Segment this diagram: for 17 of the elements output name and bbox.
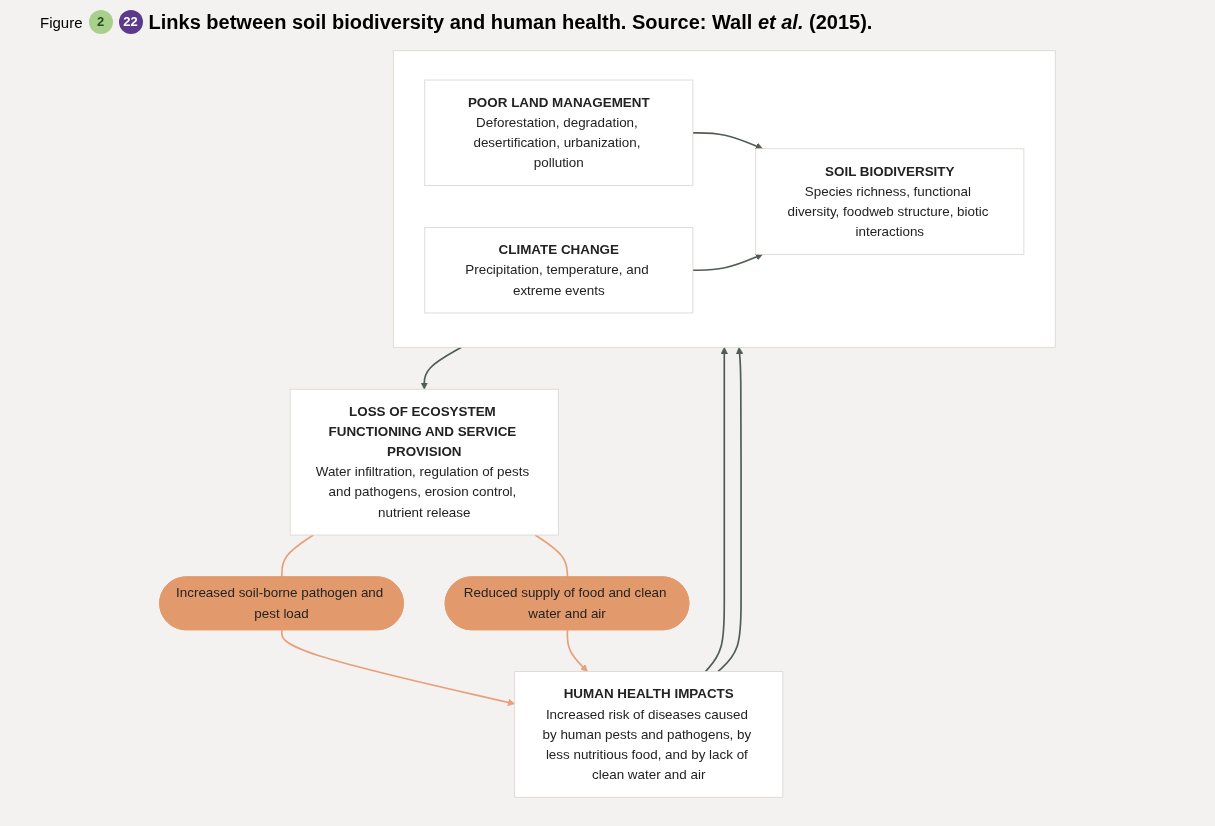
number-badge: 22: [118, 10, 143, 34]
node-box: CLIMATE CHANGE Precipitation, temperature, and extreme events: [424, 227, 694, 314]
node-box: LOSS OF ECOSYSTEM FUNCTIONING AND SERVICE PROVISION Water infiltration, regulation of pests and pathogens, erosion control, nutrient release: [289, 388, 559, 536]
arrow: [717, 347, 744, 673]
arrow: [704, 347, 728, 673]
arrow: [692, 253, 763, 272]
arrow: [566, 629, 588, 672]
arrow: [420, 346, 463, 390]
cluster: [392, 50, 1056, 348]
number-badge: 2: [88, 10, 113, 34]
figure-label: Figure: [40, 13, 83, 31]
node-box: POOR LAND MANAGEMENT Deforestation, degradation, desertification, urbanization, pollution: [424, 79, 694, 187]
arrow: [692, 132, 763, 150]
figure-title: Links between soil biodiversity and human health. Source: Wall et al. (2015).: [148, 10, 873, 34]
node-box: HUMAN HEALTH IMPACTS Increased risk of diseases caused by human pests and pathogens, by less nutritious food, and by lack of clean water and air: [514, 671, 784, 798]
arrow: [281, 629, 515, 706]
node-box: SOIL BIODIVERSITY Species richness, functional diversity, foodweb structure, biotic interactions: [755, 148, 1025, 255]
